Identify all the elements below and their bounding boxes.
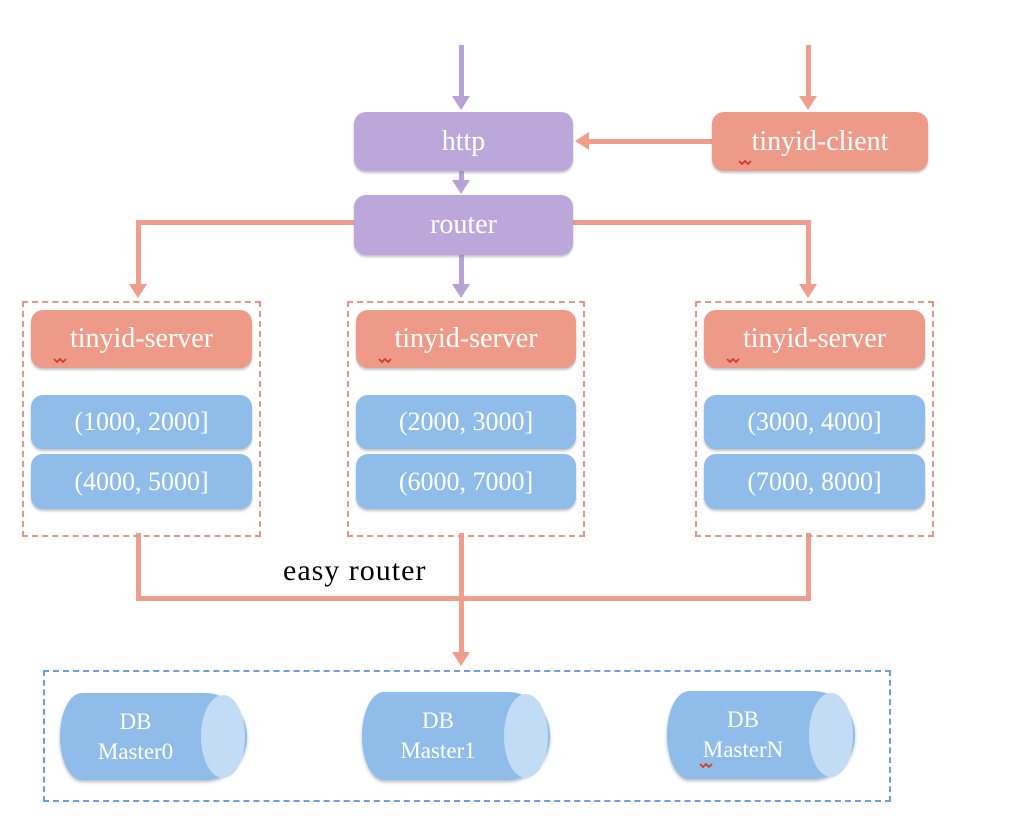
- collector-left-v: [136, 533, 141, 601]
- collector-right-v: [806, 533, 811, 601]
- id-range-chip: (7000, 8000]: [704, 454, 925, 509]
- tinyid-server-node: tinyid-server: [356, 310, 576, 368]
- id-range-label: (7000, 8000]: [747, 466, 882, 496]
- cylinder-cap: [809, 693, 853, 777]
- arrowhead-router-right-icon: [799, 284, 817, 298]
- tinyid-server-node: tinyid-server: [704, 310, 925, 368]
- arrow-client-to-http: [589, 139, 712, 144]
- arrow-router-left-v: [136, 220, 141, 286]
- id-range-label: (2000, 3000]: [398, 407, 534, 436]
- server-group-3: tinyid-server (3000, 4000] (7000, 8000]: [695, 301, 934, 537]
- id-range-chip: (6000, 7000]: [356, 454, 576, 509]
- cylinder-cap: [201, 695, 245, 778]
- db-label-line2: Master0: [97, 738, 174, 764]
- id-range-chip: (1000, 2000]: [31, 395, 252, 449]
- arrow-router-left-h: [136, 220, 355, 225]
- spellcheck-squiggle-icon: [53, 356, 67, 364]
- arrowhead-top-to-http-icon: [452, 96, 470, 110]
- http-node: http: [354, 112, 573, 171]
- spellcheck-squiggle-icon: [378, 356, 392, 364]
- db-label-line1: DB: [119, 708, 152, 734]
- id-range-chip: (3000, 4000]: [704, 395, 925, 449]
- arrowhead-client-to-http-icon: [575, 132, 589, 150]
- db-cylinder-masterN: DB MasterN: [667, 691, 855, 779]
- arrowhead-top-to-client-icon: [799, 96, 817, 110]
- id-range-label: (6000, 7000]: [398, 466, 534, 496]
- tinyid-server-node: tinyid-server: [31, 310, 252, 368]
- spellcheck-squiggle-icon: [699, 762, 713, 769]
- id-range-label: (1000, 2000]: [74, 407, 209, 436]
- db-label-line1: DB: [727, 707, 759, 732]
- id-range-chip: (4000, 5000]: [31, 454, 252, 509]
- arrow-http-to-router: [459, 171, 464, 182]
- tinyid-client-node: tinyid-client: [712, 112, 928, 171]
- db-cylinder-master0: DB Master0: [60, 693, 247, 780]
- db-label-line2: MasterN: [702, 737, 784, 762]
- spellcheck-squiggle-icon: [726, 356, 740, 364]
- arrow-top-to-client: [806, 45, 811, 97]
- db-label-line2: Master1: [400, 738, 476, 763]
- arrowhead-router-middle-icon: [452, 284, 470, 298]
- easy-router-label: easy router: [283, 554, 427, 587]
- id-range-label: (3000, 4000]: [747, 407, 882, 436]
- tinyid-server-label: tinyid-server: [742, 323, 887, 354]
- tinyid-client-label: tinyid-client: [751, 125, 889, 157]
- db-label-line1: DB: [422, 708, 454, 733]
- collector-h: [136, 596, 811, 601]
- router-node: router: [354, 195, 573, 255]
- arrowhead-http-to-router-icon: [452, 180, 470, 194]
- db-cluster-container: DB Master0 DB Master1 DB MasterN: [43, 670, 891, 802]
- db-cylinder-master1: DB Master1: [362, 692, 550, 780]
- http-label: http: [441, 125, 486, 157]
- arrow-router-right-v: [806, 220, 811, 286]
- arrow-router-right-h: [573, 220, 808, 225]
- server-group-1: tinyid-server (1000, 2000] (4000, 5000]: [22, 301, 261, 537]
- arrowhead-router-left-icon: [129, 284, 147, 298]
- arrow-top-to-http: [459, 45, 464, 97]
- arrowhead-collector-to-db-icon: [452, 652, 470, 666]
- tinyid-server-label: tinyid-server: [394, 323, 538, 354]
- router-label: router: [430, 209, 497, 240]
- tinyid-server-label: tinyid-server: [69, 323, 214, 354]
- arrow-router-middle: [459, 255, 464, 286]
- spellcheck-squiggle-icon: [738, 158, 752, 166]
- server-group-2: tinyid-server (2000, 3000] (6000, 7000]: [347, 301, 585, 537]
- cylinder-cap: [504, 694, 548, 778]
- id-range-label: (4000, 5000]: [74, 466, 209, 496]
- id-range-chip: (2000, 3000]: [356, 395, 576, 449]
- collector-middle-v: [459, 533, 464, 653]
